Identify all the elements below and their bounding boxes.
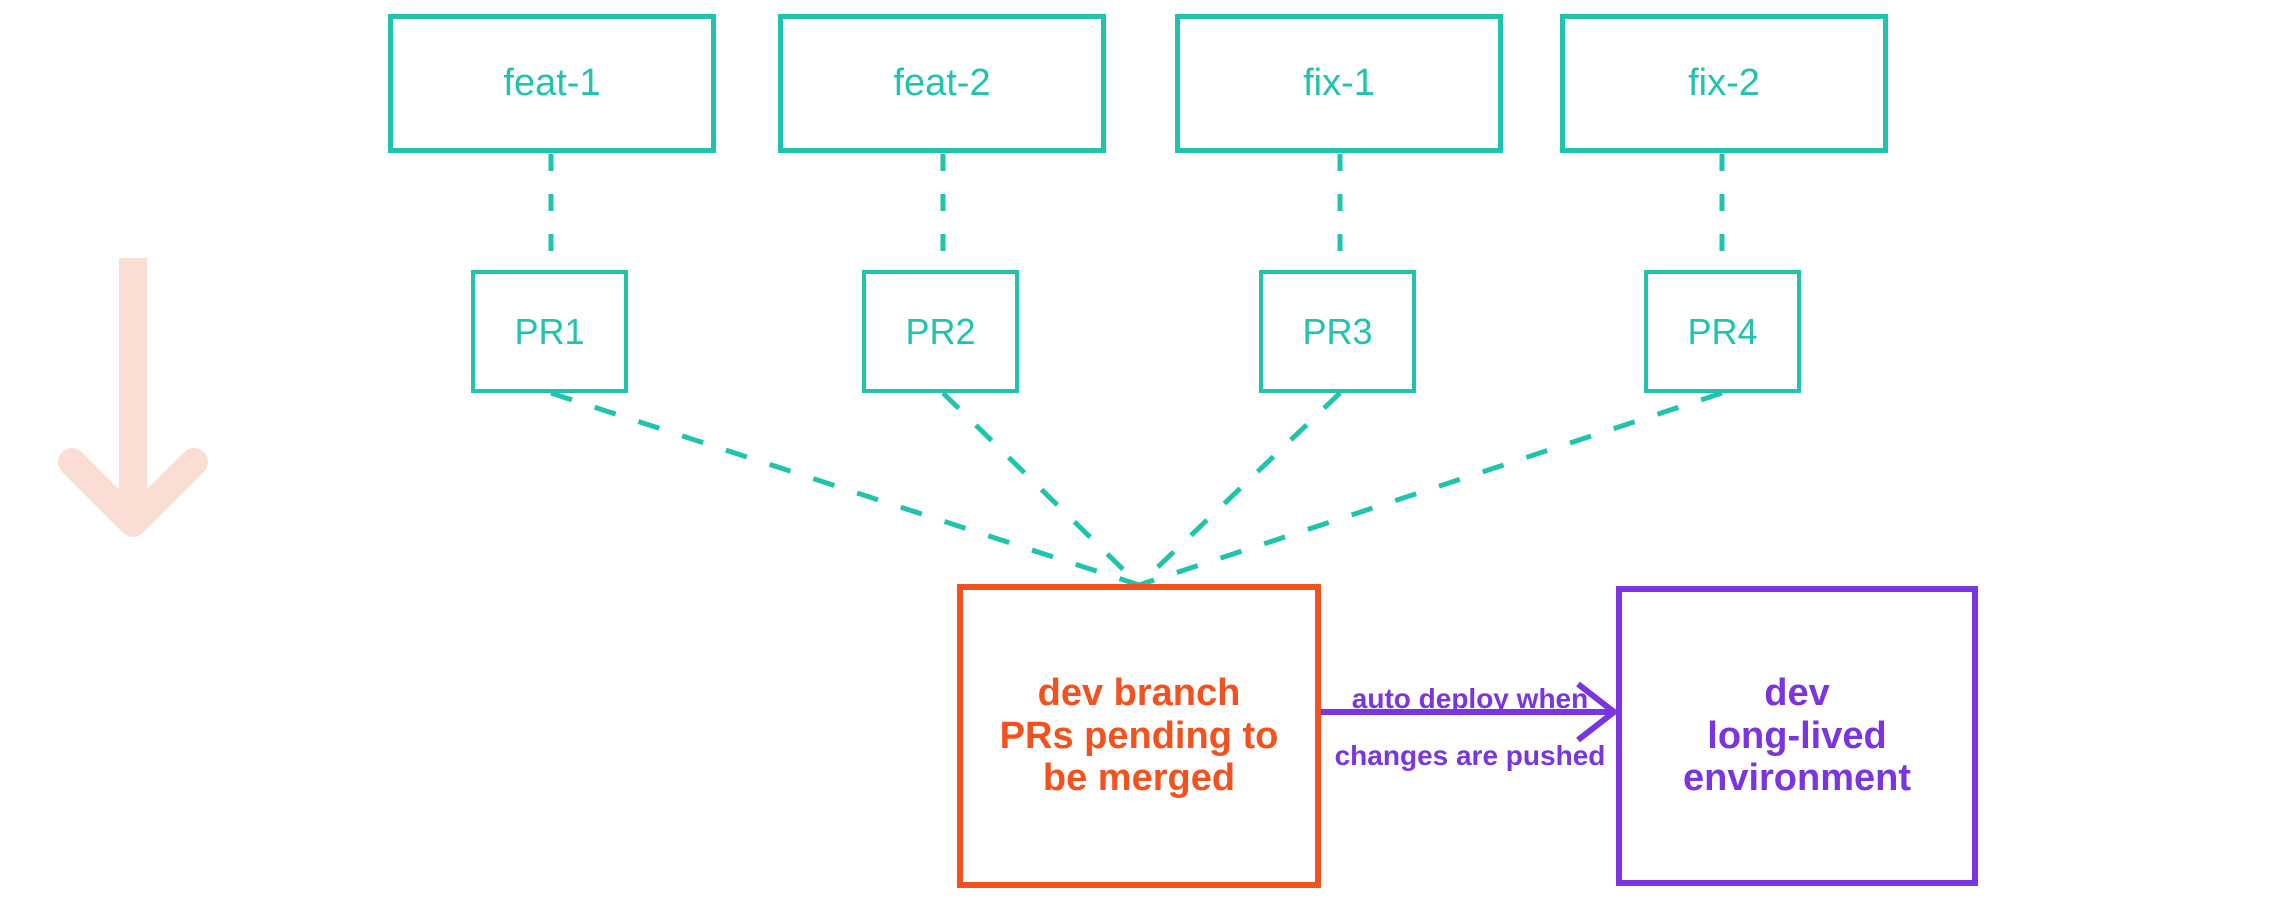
- node-label: feat-1: [503, 62, 601, 104]
- edge-pr3-dev: [1137, 391, 1342, 587]
- node-label: PR3: [1302, 310, 1373, 352]
- node-pull-request-3[interactable]: PR3: [1259, 270, 1416, 393]
- dev-environment-title: dev: [1764, 672, 1830, 715]
- pr-to-dev-connectors: [550, 390, 1723, 588]
- node-feature-branch-2[interactable]: feat-2: [778, 14, 1106, 153]
- node-label: fix-2: [1688, 62, 1760, 104]
- node-label: PR2: [905, 310, 976, 352]
- edge-pr1-dev: [550, 390, 1140, 588]
- node-label: PR1: [514, 310, 585, 352]
- node-feature-branch-4[interactable]: fix-2: [1560, 14, 1888, 153]
- node-label: feat-2: [893, 62, 991, 104]
- node-pull-request-2[interactable]: PR2: [862, 270, 1019, 393]
- dev-branch-title-strong: dev: [1037, 672, 1104, 715]
- downward-flow-arrow: [58, 258, 208, 537]
- node-pull-request-4[interactable]: PR4: [1644, 270, 1801, 393]
- edge-pr4-dev: [1138, 390, 1723, 588]
- node-feature-branch-3[interactable]: fix-1: [1175, 14, 1503, 153]
- node-label: PR4: [1687, 310, 1758, 352]
- node-dev-branch[interactable]: dev branch PRs pending to be merged: [957, 584, 1321, 888]
- branch-to-pr-connectors: [548, 154, 1725, 270]
- dev-branch-detail-line-2: be merged: [1042, 757, 1236, 800]
- deploy-arrow-label-above: auto deploy when: [1351, 683, 1589, 714]
- dev-branch-title: dev branch: [1038, 672, 1241, 715]
- dev-environment-detail-line-2: environment: [1682, 757, 1912, 800]
- node-label: fix-1: [1303, 62, 1375, 104]
- dev-environment-detail-line-1: long-lived: [1707, 714, 1887, 757]
- node-pull-request-1[interactable]: PR1: [471, 270, 628, 393]
- dev-branch-detail-line-1: PRs pending to: [999, 714, 1279, 757]
- edge-pr2-dev: [941, 391, 1141, 587]
- node-dev-environment[interactable]: dev long-lived environment: [1616, 586, 1978, 886]
- dev-branch-title-rest: branch: [1103, 672, 1241, 715]
- node-feature-branch-1[interactable]: feat-1: [388, 14, 716, 153]
- deploy-arrow-label-below: changes are pushed: [1334, 740, 1606, 771]
